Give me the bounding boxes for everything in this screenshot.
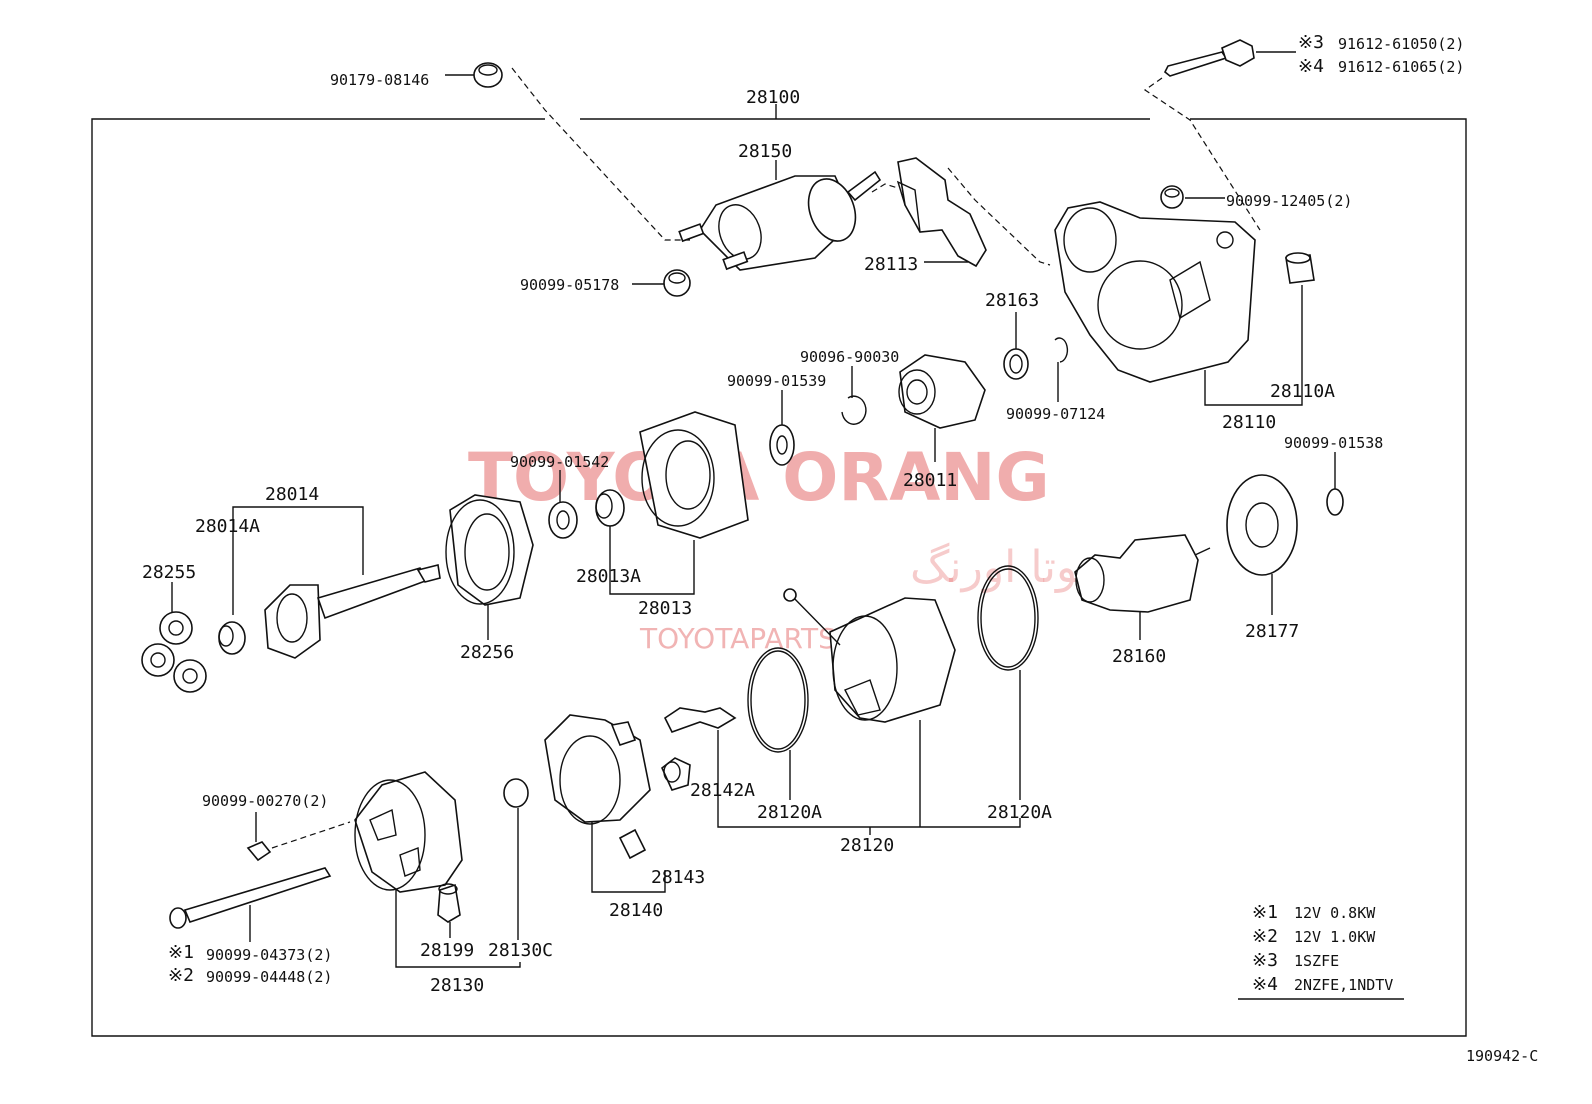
label-28013: 28013 xyxy=(638,598,692,619)
leader-28130 xyxy=(395,890,521,968)
leader-28013 xyxy=(609,520,695,595)
legend: ※1 12V 0.8KW ※2 12V 1.0KW ※3 1SZFE ※4 2N… xyxy=(1238,902,1404,1000)
label-28130C: 28130C xyxy=(488,940,553,961)
label-90179-08146: 90179-08146 xyxy=(330,71,429,89)
clutch-28011[interactable] xyxy=(898,354,986,462)
label-28150: 28150 xyxy=(738,141,792,162)
label-28143: 28143 xyxy=(651,867,705,888)
clip-90099-07124[interactable] xyxy=(1054,337,1069,402)
legend-text-3: 1SZFE xyxy=(1294,952,1339,970)
label-28160: 28160 xyxy=(1112,646,1166,667)
nut-90179[interactable] xyxy=(445,62,690,241)
washer-90099-01542[interactable] xyxy=(548,470,578,539)
label-90099-01542: 90099-01542 xyxy=(510,453,609,471)
through-bolt[interactable] xyxy=(169,867,332,942)
plug-28199[interactable] xyxy=(437,883,461,938)
legend-mark-1: ※1 xyxy=(1252,902,1278,923)
label-28256: 28256 xyxy=(460,642,514,663)
leader-28014 xyxy=(232,506,364,615)
end-frame-28130[interactable] xyxy=(354,771,463,893)
label-90099-01538: 90099-01538 xyxy=(1284,434,1383,452)
label-28120A-left: 28120A xyxy=(757,802,822,823)
spring-28143[interactable] xyxy=(661,757,691,791)
label-90099-04448: 90099-04448(2) xyxy=(206,968,332,986)
label-28014A: 28014A xyxy=(195,516,260,537)
label-90099-00270: 90099-00270(2) xyxy=(202,792,328,810)
label-90099-12405: 90099-12405(2) xyxy=(1226,192,1352,210)
legend-text-4: 2NZFE,1NDTV xyxy=(1294,976,1393,994)
label-28199: 28199 xyxy=(420,940,474,961)
label-91612-61065: 91612-61065(2) xyxy=(1338,58,1464,76)
label-28120A-right: 28120A xyxy=(987,802,1052,823)
label-90099-05178: 90099-05178 xyxy=(520,276,619,294)
label-28140: 28140 xyxy=(609,900,663,921)
label-28177: 28177 xyxy=(1245,621,1299,642)
ring-28163[interactable] xyxy=(1003,312,1029,380)
legend-text-2: 12V 1.0KW xyxy=(1294,928,1376,946)
label-28013A: 28013A xyxy=(576,566,641,587)
label-91612-61050: 91612-61050(2) xyxy=(1338,35,1464,53)
legend-mark-3: ※3 xyxy=(1252,950,1278,971)
o-ring-28120a-left[interactable] xyxy=(747,647,809,753)
label-28120: 28120 xyxy=(840,835,894,856)
bushing-28014a[interactable] xyxy=(218,621,246,655)
washer-90099-01539[interactable] xyxy=(769,390,795,466)
label-28100: 28100 xyxy=(746,87,800,108)
yoke-28120[interactable] xyxy=(783,588,956,723)
nut-90099-12405[interactable] xyxy=(1160,185,1225,209)
shaft-28014[interactable] xyxy=(264,564,441,659)
label-28011: 28011 xyxy=(903,470,957,491)
armature-28160[interactable] xyxy=(1074,534,1211,640)
bolt-91612[interactable] xyxy=(1143,39,1296,231)
diagram-id: 190942-C xyxy=(1466,1047,1538,1065)
legend-mark-4: ※4 xyxy=(1252,974,1278,995)
label-90096-90030: 90096-90030 xyxy=(800,348,899,366)
snap-ring-90096[interactable] xyxy=(841,366,867,425)
label-90099-07124: 90099-07124 xyxy=(1006,405,1105,423)
legend-text-1: 12V 0.8KW xyxy=(1294,904,1376,922)
planet-gears-28255[interactable] xyxy=(141,582,207,693)
bushing-28013a[interactable] xyxy=(595,489,625,527)
washer-90099-01538[interactable] xyxy=(1326,452,1344,516)
brush-holder-28140[interactable] xyxy=(544,714,651,860)
o-ring-28120a-right[interactable] xyxy=(977,565,1039,671)
bushing-28110a[interactable] xyxy=(1285,252,1315,284)
watermark: TOYOTA ORANG تویوتا اورنگ TOYOTAPARTS.IR xyxy=(468,439,1126,655)
label-28142A: 28142A xyxy=(690,780,755,801)
housing-28110[interactable] xyxy=(1054,201,1303,406)
label-28113: 28113 xyxy=(864,254,918,275)
bushing-28130c[interactable] xyxy=(503,778,529,940)
mark-bolt-1: ※1 xyxy=(168,942,194,963)
plate-28177[interactable] xyxy=(1226,474,1298,615)
clip-28142a[interactable] xyxy=(663,707,737,733)
nut-90099-05178[interactable] xyxy=(632,269,691,297)
screw-90099-00270[interactable] xyxy=(246,812,351,862)
label-28163: 28163 xyxy=(985,290,1039,311)
solenoid-28150[interactable] xyxy=(678,160,882,271)
gear-cover-28256[interactable] xyxy=(445,494,534,640)
label-28255: 28255 xyxy=(142,562,196,583)
mark-bolt-2: ※2 xyxy=(168,965,194,986)
label-90099-01539: 90099-01539 xyxy=(727,372,826,390)
label-28110A: 28110A xyxy=(1270,381,1335,402)
leader-28120 xyxy=(717,730,1021,828)
legend-mark-2: ※2 xyxy=(1252,926,1278,947)
label-28130: 28130 xyxy=(430,975,484,996)
label-28014: 28014 xyxy=(265,484,319,505)
label-90099-04373: 90099-04373(2) xyxy=(206,946,332,964)
label-28110: 28110 xyxy=(1222,412,1276,433)
internal-gear-28013[interactable] xyxy=(639,411,749,539)
lever-28113[interactable] xyxy=(871,157,1051,268)
mark-91612-b: ※4 xyxy=(1298,56,1324,77)
leader-28140 xyxy=(591,822,666,893)
assembly-frame xyxy=(91,104,1467,1037)
mark-91612-a: ※3 xyxy=(1298,32,1324,53)
